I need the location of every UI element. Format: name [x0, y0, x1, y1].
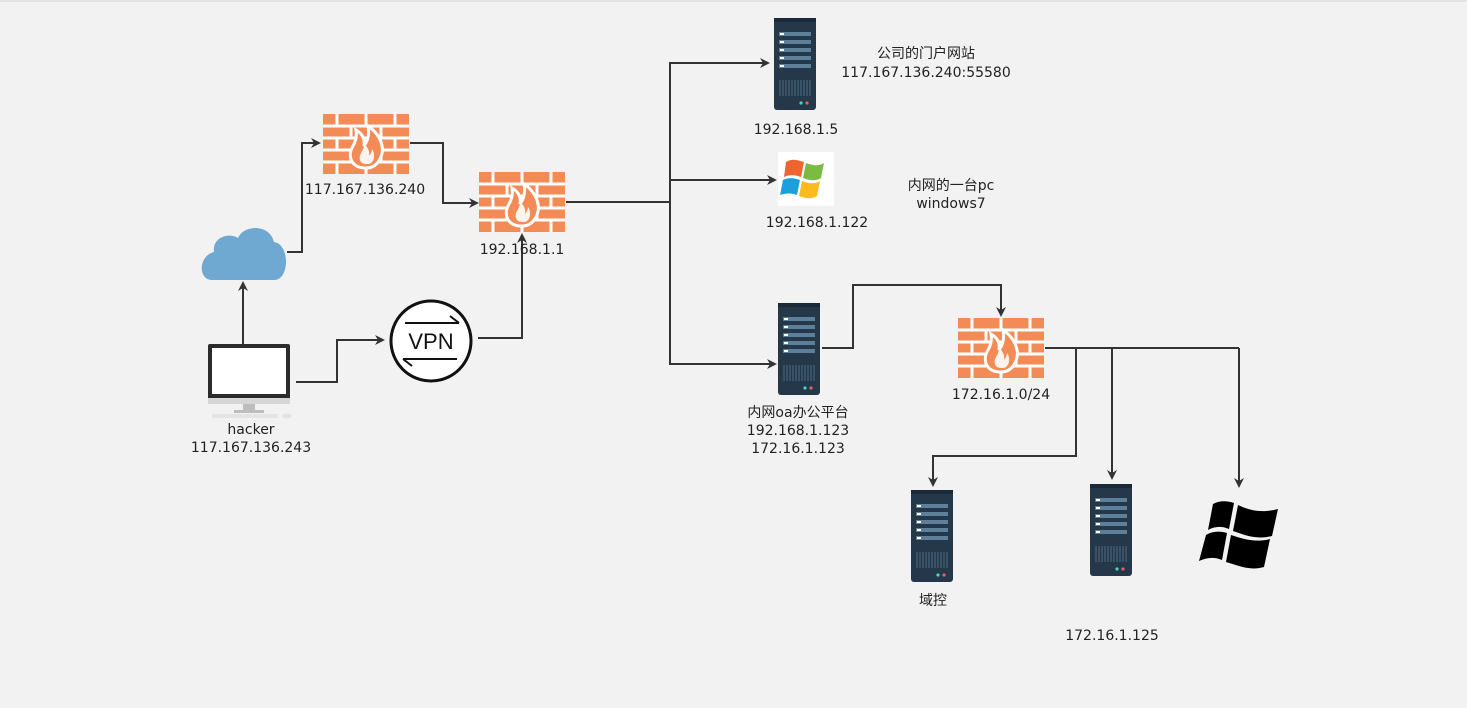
- portal-addr-label: 117.167.136.240:55580: [841, 65, 1011, 81]
- firewall-icon: [323, 114, 409, 174]
- connector-trunk-oa: [669, 202, 777, 369]
- portal-desc-label: 公司的门户网站: [877, 46, 975, 62]
- server-icon: [1090, 484, 1132, 576]
- connector-trunk-win7: [669, 175, 777, 202]
- connector-fw-edge-gateway: [410, 142, 479, 208]
- fw-gateway-ip-label: 192.168.1.1: [479, 242, 565, 258]
- hacker-ip-label: 117.167.136.243: [190, 440, 312, 456]
- domain-controller-label: 域控: [919, 593, 947, 609]
- fw-internal-subnet-label: 172.16.1.0/24: [951, 387, 1051, 403]
- windows-logo-icon: [1199, 501, 1278, 569]
- win7-os-label: windows7: [916, 196, 986, 212]
- computer-monitor-icon: [208, 344, 292, 419]
- oa-ip2-label: 172.16.1.123: [751, 441, 845, 457]
- fw-edge-ip-label: 117.167.136.240: [304, 182, 426, 198]
- cloud-icon: [201, 227, 286, 280]
- connector-hacker-vpn: [296, 335, 385, 383]
- win7-ip-label: 192.168.1.122: [765, 215, 869, 231]
- top-border: [0, 0, 1467, 2]
- server-icon: [778, 303, 820, 395]
- server-icon: [774, 18, 816, 110]
- portal-server-ip-label: 192.168.1.5: [753, 122, 839, 138]
- connector-oa-fw-internal: [822, 284, 1006, 349]
- connector-fw-dc: [928, 348, 1077, 487]
- windows-xp-logo-icon: [778, 152, 834, 206]
- connector-cloud-fw-edge: [287, 138, 321, 253]
- server-icon: [911, 490, 953, 582]
- oa-name-label: 内网oa办公平台: [747, 405, 849, 421]
- connectors: [238, 58, 1244, 488]
- server-125-ip-label: 172.16.1.125: [1065, 628, 1159, 644]
- firewall-icon: [958, 318, 1044, 378]
- connector-vpn-gateway: [478, 233, 527, 339]
- win7-desc-label: 内网的一台pc: [907, 178, 995, 194]
- hacker-label: hacker: [227, 422, 275, 438]
- vpn-icon: VPN: [389, 299, 473, 383]
- connector-trunk-portal: [669, 58, 770, 202]
- firewall-icon: [479, 172, 565, 232]
- oa-ip1-label: 192.168.1.123: [746, 423, 850, 439]
- vpn-label: VPN: [408, 329, 453, 354]
